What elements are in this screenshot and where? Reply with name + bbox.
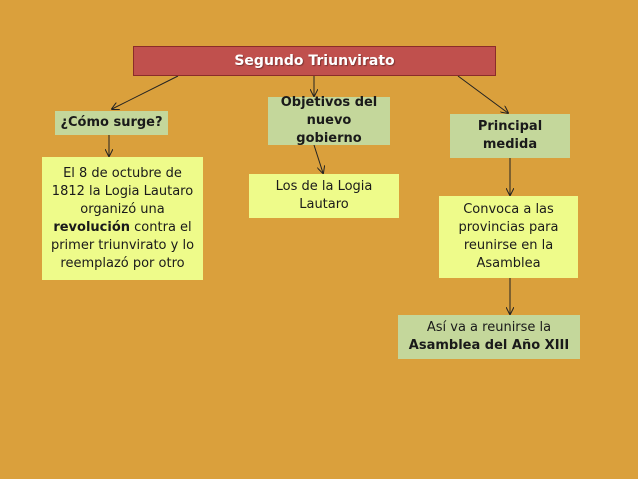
arrow-objetivos-to-detail: [313, 144, 323, 173]
branch-heading-objetivos: Objetivos del nuevo gobierno: [268, 95, 390, 146]
arrow-root-to-surge: [112, 75, 179, 109]
detail-text: El 8 de octubre de 1812 la Logia Lautaro…: [46, 165, 199, 273]
followup-text: Así va a reunirse la Asamblea del Año XI…: [402, 319, 576, 355]
root-node: Segundo Triunvirato: [133, 46, 496, 76]
branch-heading-principal-medida: Principal medida: [450, 114, 570, 158]
heading-label: Principal medida: [477, 119, 543, 152]
root-label: Segundo Triunvirato: [234, 53, 395, 69]
detail-bold-term: revolución: [53, 219, 131, 235]
branch-heading-como-surge: ¿Cómo surge?: [55, 111, 168, 135]
detail-objetivos: Los de la Logia Lautaro: [249, 174, 399, 218]
followup-text-part: Así va a reunirse la: [426, 320, 552, 335]
arrow-root-to-medida: [457, 75, 508, 113]
detail-text: Los de la Logia Lautaro: [275, 179, 373, 212]
detail-principal-medida: Convoca a las provincias para reunirse e…: [439, 196, 578, 278]
followup-asamblea: Así va a reunirse la Asamblea del Año XI…: [398, 315, 580, 359]
detail-text-part: El 8 de octubre de 1812 la Logia Lautaro…: [51, 165, 194, 217]
heading-label: Objetivos del nuevo gobierno: [280, 95, 378, 146]
detail-text: Convoca a las provincias para reunirse e…: [458, 202, 559, 271]
heading-label: ¿Cómo surge?: [60, 115, 163, 130]
detail-como-surge: El 8 de octubre de 1812 la Logia Lautaro…: [42, 157, 203, 280]
detail-text-part: contra el primer triunvirato y lo reempl…: [50, 219, 195, 271]
followup-bold-term: Asamblea del Año XIII: [408, 338, 570, 353]
